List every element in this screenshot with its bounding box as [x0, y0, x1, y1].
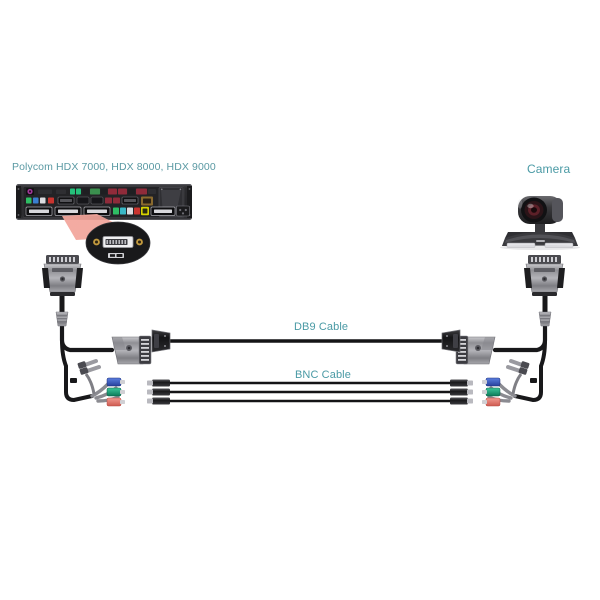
hd15-adapter-right: [455, 335, 496, 365]
bnc-cable-2: [147, 388, 473, 396]
dvi-port-callout: [85, 221, 151, 265]
codec-port-row-middle: [26, 196, 153, 206]
cable-boot-right: [538, 311, 552, 327]
dvi-connector-left: [42, 255, 83, 296]
codec-device: [16, 184, 192, 220]
db9-plug-right: [441, 329, 461, 353]
camera-device: [500, 196, 580, 251]
db9-cable: [151, 329, 461, 353]
codec-port-row-top: [26, 187, 184, 217]
hd15-adapter-left: [111, 335, 152, 365]
bnc-cable-label: BNC Cable: [295, 369, 351, 381]
bnc-cable-3: [147, 397, 473, 405]
left-harness: [42, 255, 152, 407]
bnc-cable-group: [147, 379, 473, 405]
cable-boot-left: [55, 311, 69, 327]
camera-title-label: Camera: [527, 162, 571, 176]
rca-breakout-left: [70, 359, 125, 407]
codec-port-row-bottom: [25, 205, 190, 217]
right-harness: [455, 255, 565, 407]
bnc-cable-1: [147, 379, 473, 387]
dvi-connector-right: [524, 255, 565, 296]
db9-plug-left: [151, 329, 171, 353]
rca-breakout-right: [482, 359, 537, 407]
db9-cable-label: DB9 Cable: [294, 321, 349, 333]
codec-title-label: Polycom HDX 7000, HDX 8000, HDX 9000: [12, 161, 216, 173]
